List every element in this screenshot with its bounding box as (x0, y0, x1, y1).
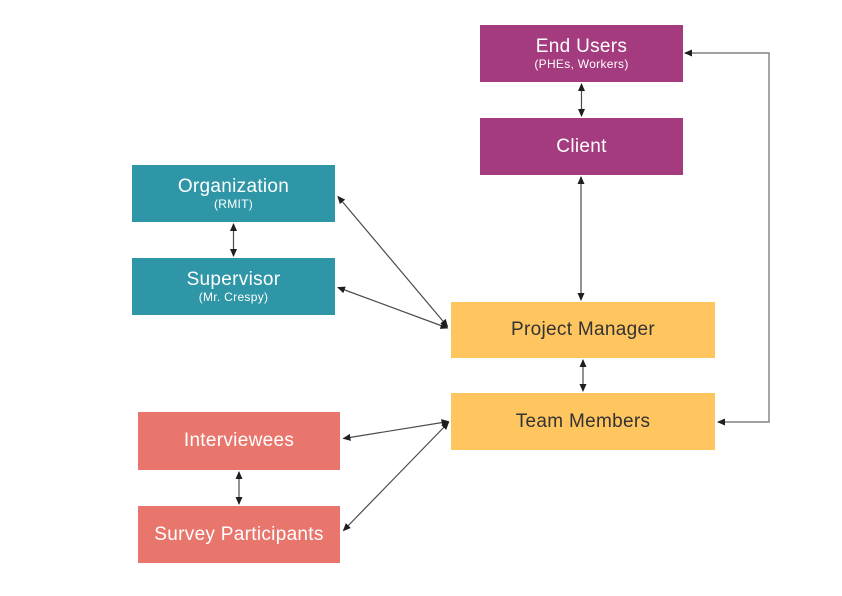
node-project-manager-label: Project Manager (511, 319, 655, 341)
node-team-members-label: Team Members (515, 410, 651, 432)
node-organization-label: Organization (177, 175, 290, 197)
node-organization-sublabel: (RMIT) (213, 196, 254, 211)
node-project-manager: Project Manager (451, 302, 715, 358)
node-survey-participants-label: Survey Participants (154, 523, 324, 545)
node-supervisor-label: Supervisor (186, 268, 281, 290)
edge-team-members-end-users (684, 49, 770, 426)
edge-team-members-interviewees (342, 419, 450, 441)
node-end-users-sublabel: (PHEs, Workers) (534, 56, 629, 71)
node-survey-participants: Survey Participants (138, 506, 340, 563)
node-client-label: Client (556, 135, 607, 157)
node-end-users: End Users (PHEs, Workers) (480, 25, 683, 82)
edge-project-manager-organization (337, 195, 449, 328)
node-interviewees-label: Interviewees (183, 430, 295, 452)
node-organization: Organization (RMIT) (132, 165, 335, 222)
edge-project-manager-supervisor (337, 286, 449, 329)
node-team-members: Team Members (451, 393, 715, 450)
node-supervisor: Supervisor (Mr. Crespy) (132, 258, 335, 315)
node-end-users-label: End Users (535, 35, 628, 57)
edge-team-members-survey-participants (342, 421, 450, 532)
node-client: Client (480, 118, 683, 175)
node-interviewees: Interviewees (138, 412, 340, 470)
node-supervisor-sublabel: (Mr. Crespy) (198, 289, 269, 304)
